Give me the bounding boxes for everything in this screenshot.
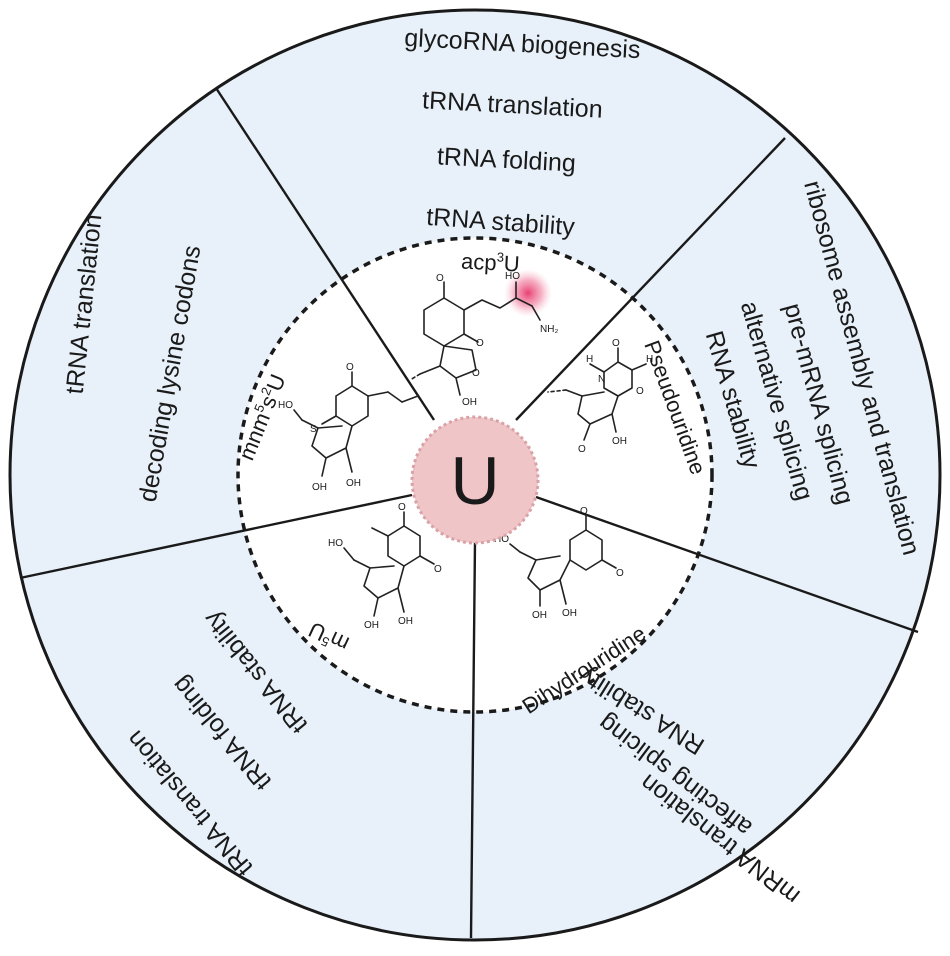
center-circle: [410, 415, 540, 545]
svg-text:OH: OH: [346, 478, 361, 489]
svg-text:HO: HO: [505, 271, 520, 282]
svg-text:O: O: [476, 338, 484, 349]
svg-text:HO: HO: [494, 534, 509, 545]
mnm5s2u-structure: O S HO OH OH: [278, 362, 419, 493]
center-label: U: [450, 443, 499, 519]
svg-text:H: H: [646, 354, 653, 365]
svg-text:OH: OH: [612, 436, 627, 447]
svg-text:O: O: [436, 273, 444, 284]
svg-text:OH: OH: [364, 620, 379, 631]
svg-text:OH: OH: [312, 482, 327, 493]
m5u-structure: O O HO OH OH: [328, 502, 442, 631]
dihydrouridine-structure: O O HO OH OH: [494, 506, 624, 621]
svg-text:O: O: [580, 506, 588, 517]
sector-dividers: [19, 87, 919, 939]
svg-text:O: O: [616, 568, 624, 579]
inner-dashed-ring: [236, 236, 714, 714]
svg-text:N: N: [598, 374, 605, 385]
center-uridine: U: [410, 415, 540, 545]
svg-text:OH: OH: [562, 608, 577, 619]
svg-text:O: O: [398, 502, 406, 513]
svg-text:HO: HO: [328, 538, 343, 549]
svg-text:OH: OH: [532, 610, 547, 621]
acp3u-highlight-glow: [504, 269, 552, 317]
pseudouridine-structure: O H H N O O OH: [547, 338, 653, 455]
svg-text:O: O: [346, 362, 354, 373]
svg-text:O: O: [636, 386, 644, 397]
svg-text:O: O: [578, 444, 586, 455]
svg-text:O: O: [434, 564, 442, 575]
svg-text:OH: OH: [462, 397, 477, 408]
svg-text:S: S: [310, 424, 317, 435]
svg-text:OH: OH: [398, 616, 413, 627]
svg-text:HO: HO: [278, 400, 293, 411]
acp3u-structure: O O HO NH₂ OH O: [409, 269, 558, 408]
svg-text:O: O: [472, 368, 480, 379]
svg-text:O: O: [612, 338, 620, 349]
svg-text:NH₂: NH₂: [540, 324, 558, 335]
svg-text:H: H: [586, 354, 593, 365]
mod-label-acp3u: acp3U: [460, 247, 520, 276]
